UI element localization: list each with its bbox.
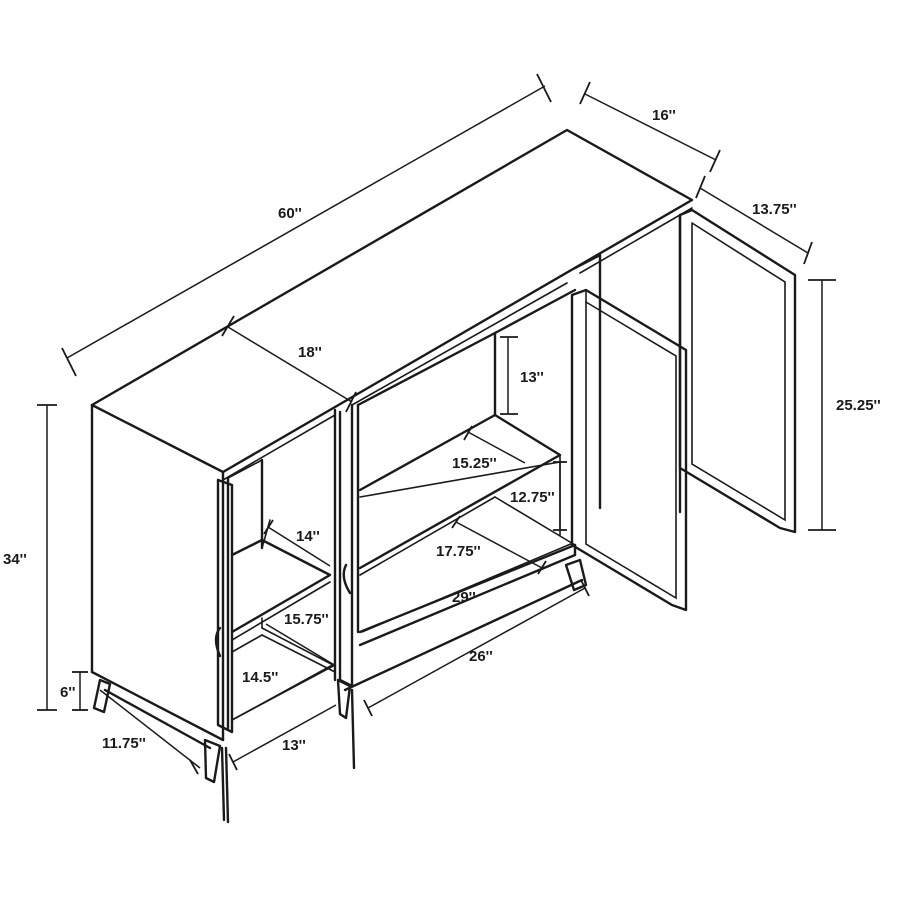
- cabinet-depth-label: 18'': [298, 344, 322, 361]
- overall-height-label: 34'': [3, 551, 27, 568]
- top-opening-height-label: 13'': [520, 369, 544, 386]
- side-depth-label: 13.75'': [752, 201, 797, 218]
- center-base-width-label: 26'': [469, 648, 493, 665]
- left-shelf-width-label: 14'': [296, 528, 320, 545]
- left-lower-width-label: 14.5'': [242, 669, 278, 686]
- overall-width-label: 60'': [278, 205, 302, 222]
- dimension-lines: [37, 73, 836, 775]
- dimension-labels: 60'' 16'' 13.75'' 25.25'' 18'' 13'' 15.2…: [3, 107, 881, 754]
- center-shelf-depth-label: 15.25'': [452, 455, 497, 472]
- shelf-spacing-label: 12.75'': [510, 489, 555, 506]
- left-base-width-label: 13'': [282, 737, 306, 754]
- center-lower-depth-label: 17.75'': [436, 543, 481, 560]
- overall-depth-label: 16'': [652, 107, 676, 124]
- left-inner-depth-label: 15.75'': [284, 611, 329, 628]
- left-leg-span-label: 11.75'': [102, 735, 146, 752]
- leg-height-label: 6'': [60, 684, 75, 701]
- door-height-label: 25.25'': [836, 397, 881, 414]
- center-width-label: 29'': [452, 589, 476, 606]
- cabinet-outline: [90, 128, 797, 824]
